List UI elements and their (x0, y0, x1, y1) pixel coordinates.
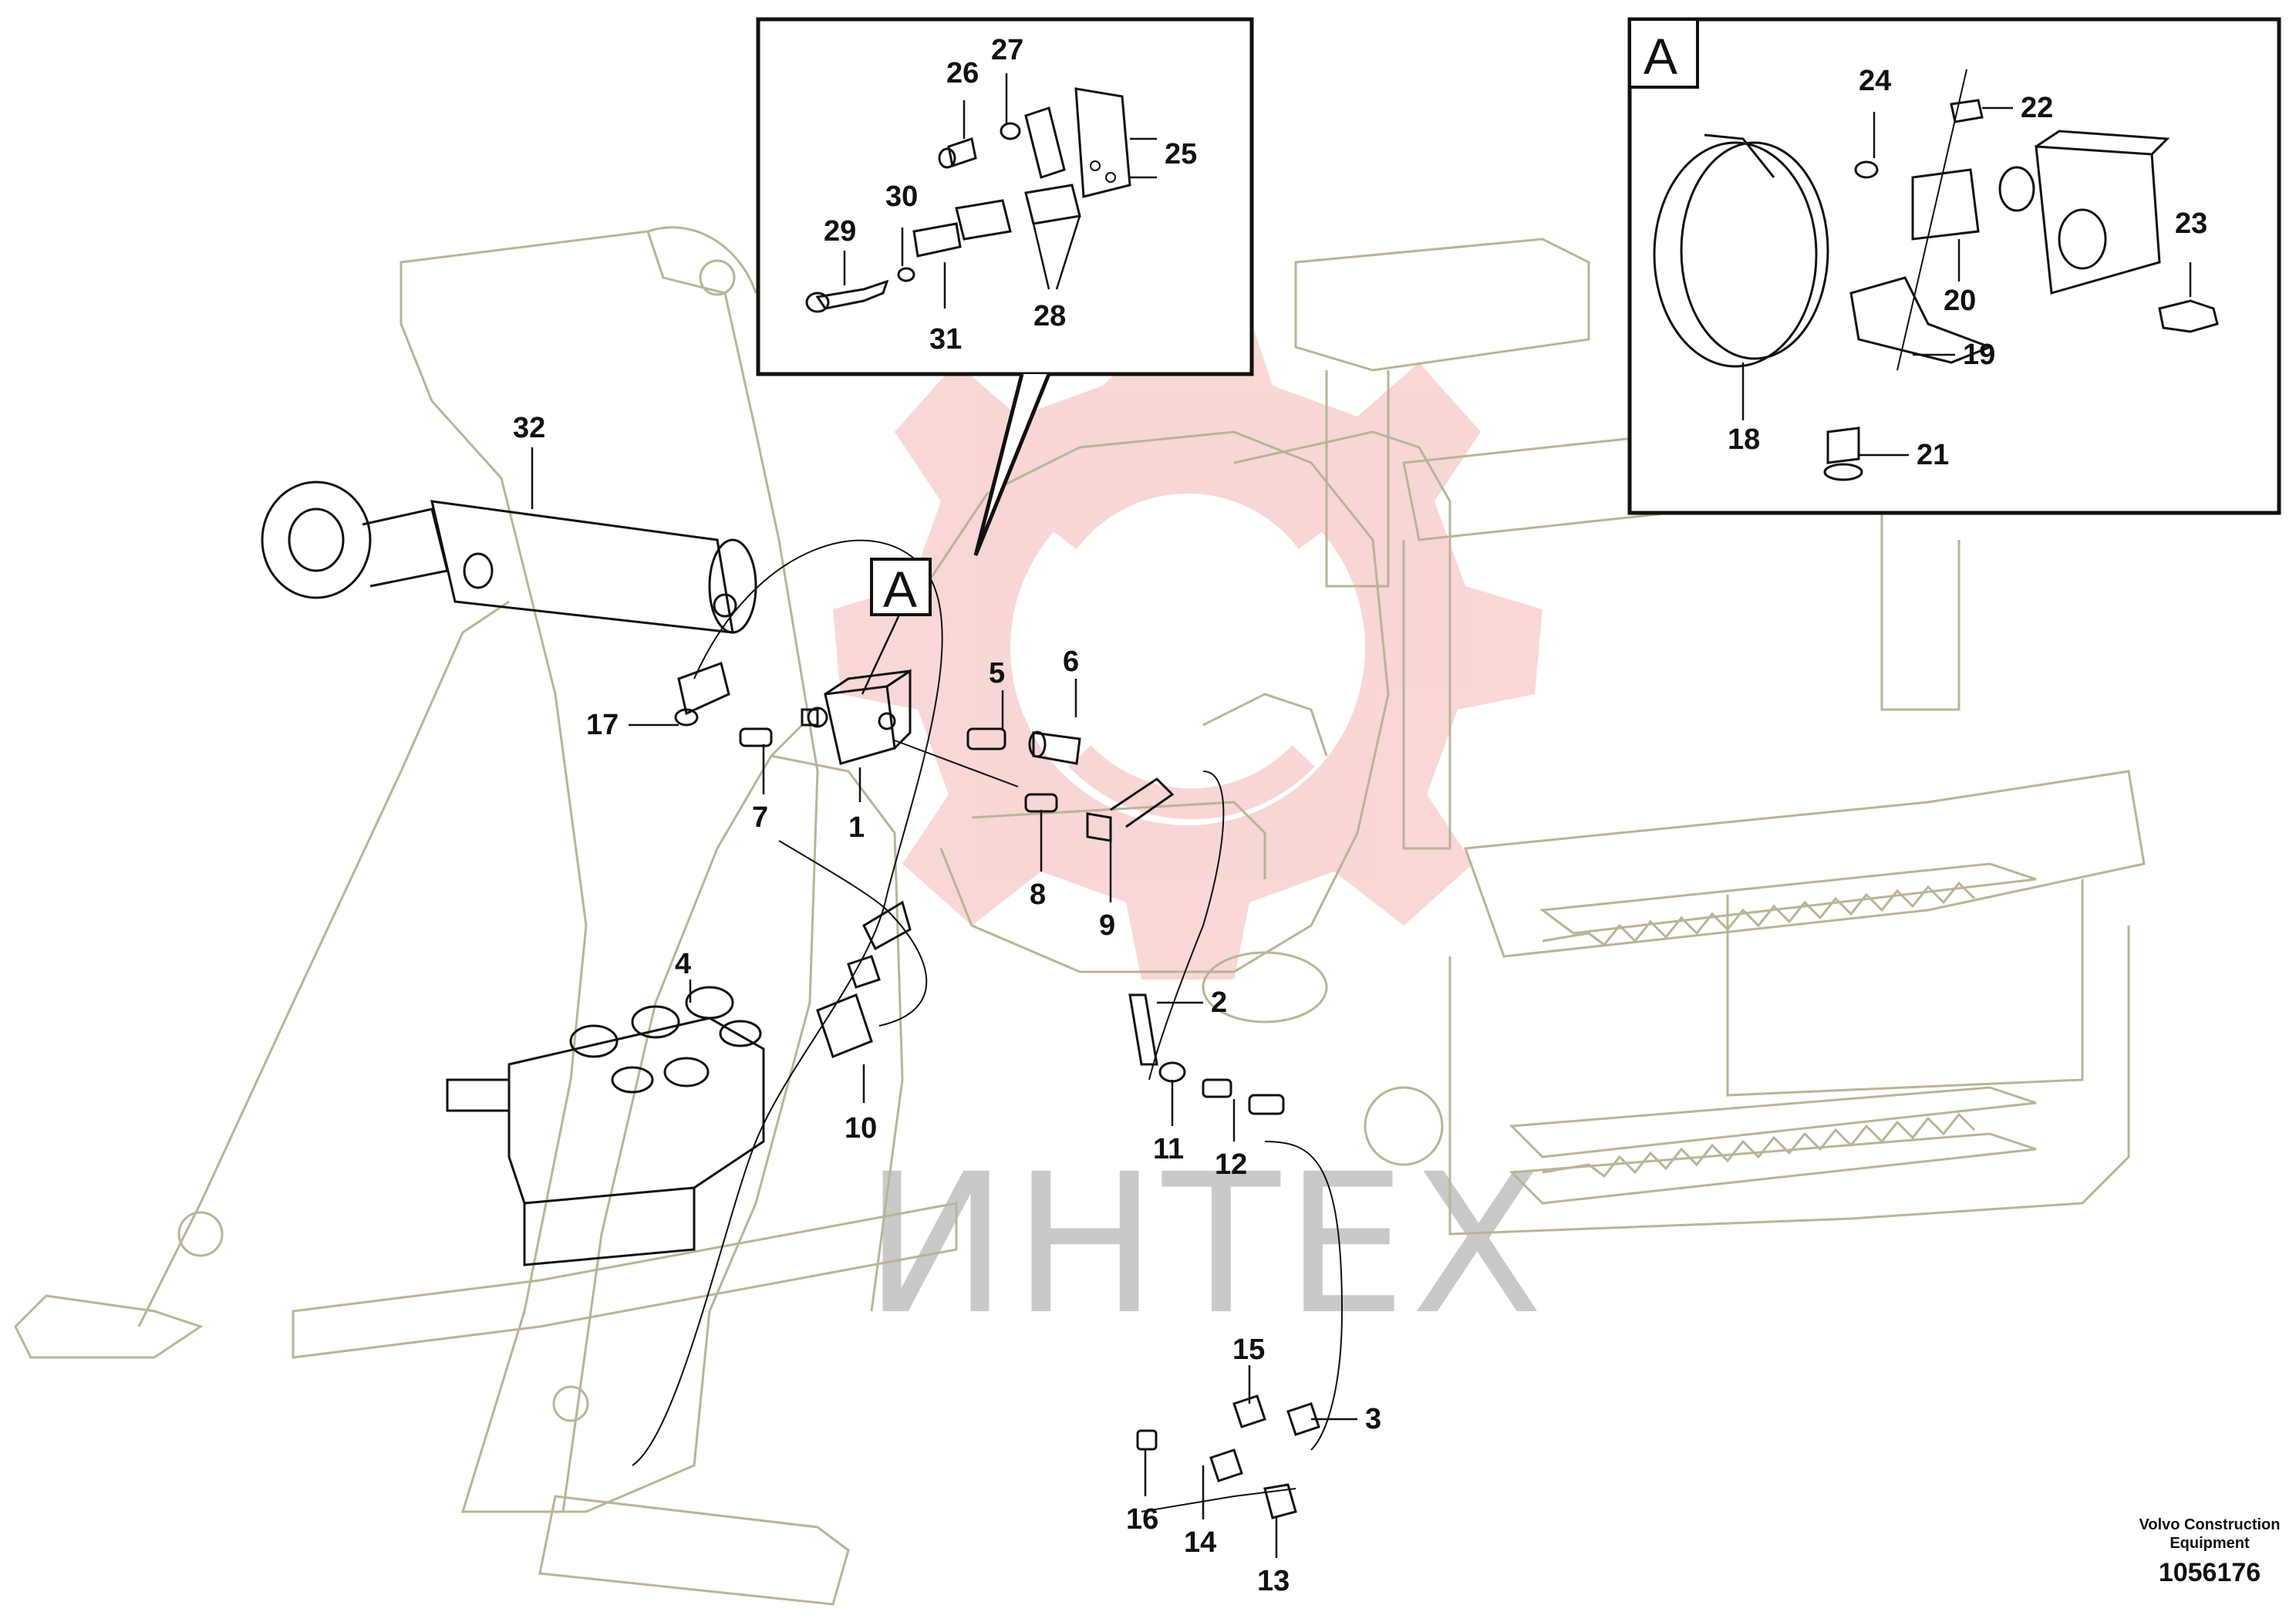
callout-labels: 1 2 3 4 5 6 7 8 9 10 11 12 13 14 15 16 1… (513, 34, 2207, 1597)
drawing-number: 1056176 (2159, 1558, 2261, 1587)
callout-18: 18 (1728, 423, 1760, 456)
fittings-13-16 (1136, 1394, 1320, 1519)
callout-14: 14 (1184, 1526, 1216, 1559)
callout-22: 22 (2021, 92, 2053, 124)
callout-13: 13 (1257, 1565, 1290, 1597)
footer: Volvo Construction Equipment 1056176 (2139, 1516, 2281, 1587)
callout-15: 15 (1232, 1334, 1265, 1366)
callout-32: 32 (513, 412, 545, 444)
callout-16: 16 (1126, 1503, 1158, 1536)
watermark-logo (833, 316, 1542, 980)
callout-11: 11 (1153, 1133, 1184, 1165)
callout-12: 12 (1215, 1148, 1247, 1181)
callout-30: 30 (885, 180, 918, 213)
machine-frame (14, 226, 2146, 1606)
callout-25: 25 (1165, 138, 1197, 170)
callout-5: 5 (989, 657, 1005, 690)
callout-2: 2 (1211, 986, 1227, 1019)
callout-8: 8 (1030, 878, 1046, 911)
inset-top (756, 17, 1254, 556)
callout-4: 4 (675, 948, 691, 980)
callout-27: 27 (991, 34, 1023, 66)
callout-6: 6 (1063, 646, 1079, 678)
brand-line-1: Volvo Construction (2139, 1516, 2281, 1533)
callout-20: 20 (1944, 285, 1976, 317)
leader-lines (531, 447, 1357, 1558)
fittings-11-12 (1128, 993, 1285, 1115)
callout-26: 26 (946, 57, 979, 89)
hydraulic-cylinder (261, 481, 757, 634)
manifold-block-1 (801, 669, 912, 765)
fitting-7 (674, 662, 773, 747)
callout-9: 9 (1099, 909, 1115, 942)
callout-17: 17 (586, 709, 619, 741)
callout-3: 3 (1365, 1403, 1381, 1435)
callout-10: 10 (845, 1112, 877, 1145)
detail-box-a-letter: A (1644, 28, 1677, 85)
callout-7: 7 (752, 801, 768, 834)
brand-line-2: Equipment (2170, 1535, 2250, 1552)
fittings-5-6 (966, 727, 1081, 765)
fitting-10 (816, 900, 912, 1058)
detail-marker-a: A (861, 558, 932, 695)
callout-19: 19 (1963, 339, 1995, 371)
callout-24: 24 (1859, 65, 1891, 97)
callout-28: 28 (1033, 300, 1066, 332)
callout-1: 1 (848, 811, 865, 844)
detail-box-a: A (1627, 17, 2281, 515)
callout-31: 31 (929, 323, 962, 356)
detail-marker-a-letter: A (883, 561, 917, 618)
control-valve-4 (446, 986, 765, 1266)
callout-21: 21 (1917, 439, 1949, 471)
callout-29: 29 (824, 215, 856, 248)
watermark-text: ИНТЕХ (864, 1132, 1548, 1357)
callout-23: 23 (2175, 207, 2207, 240)
